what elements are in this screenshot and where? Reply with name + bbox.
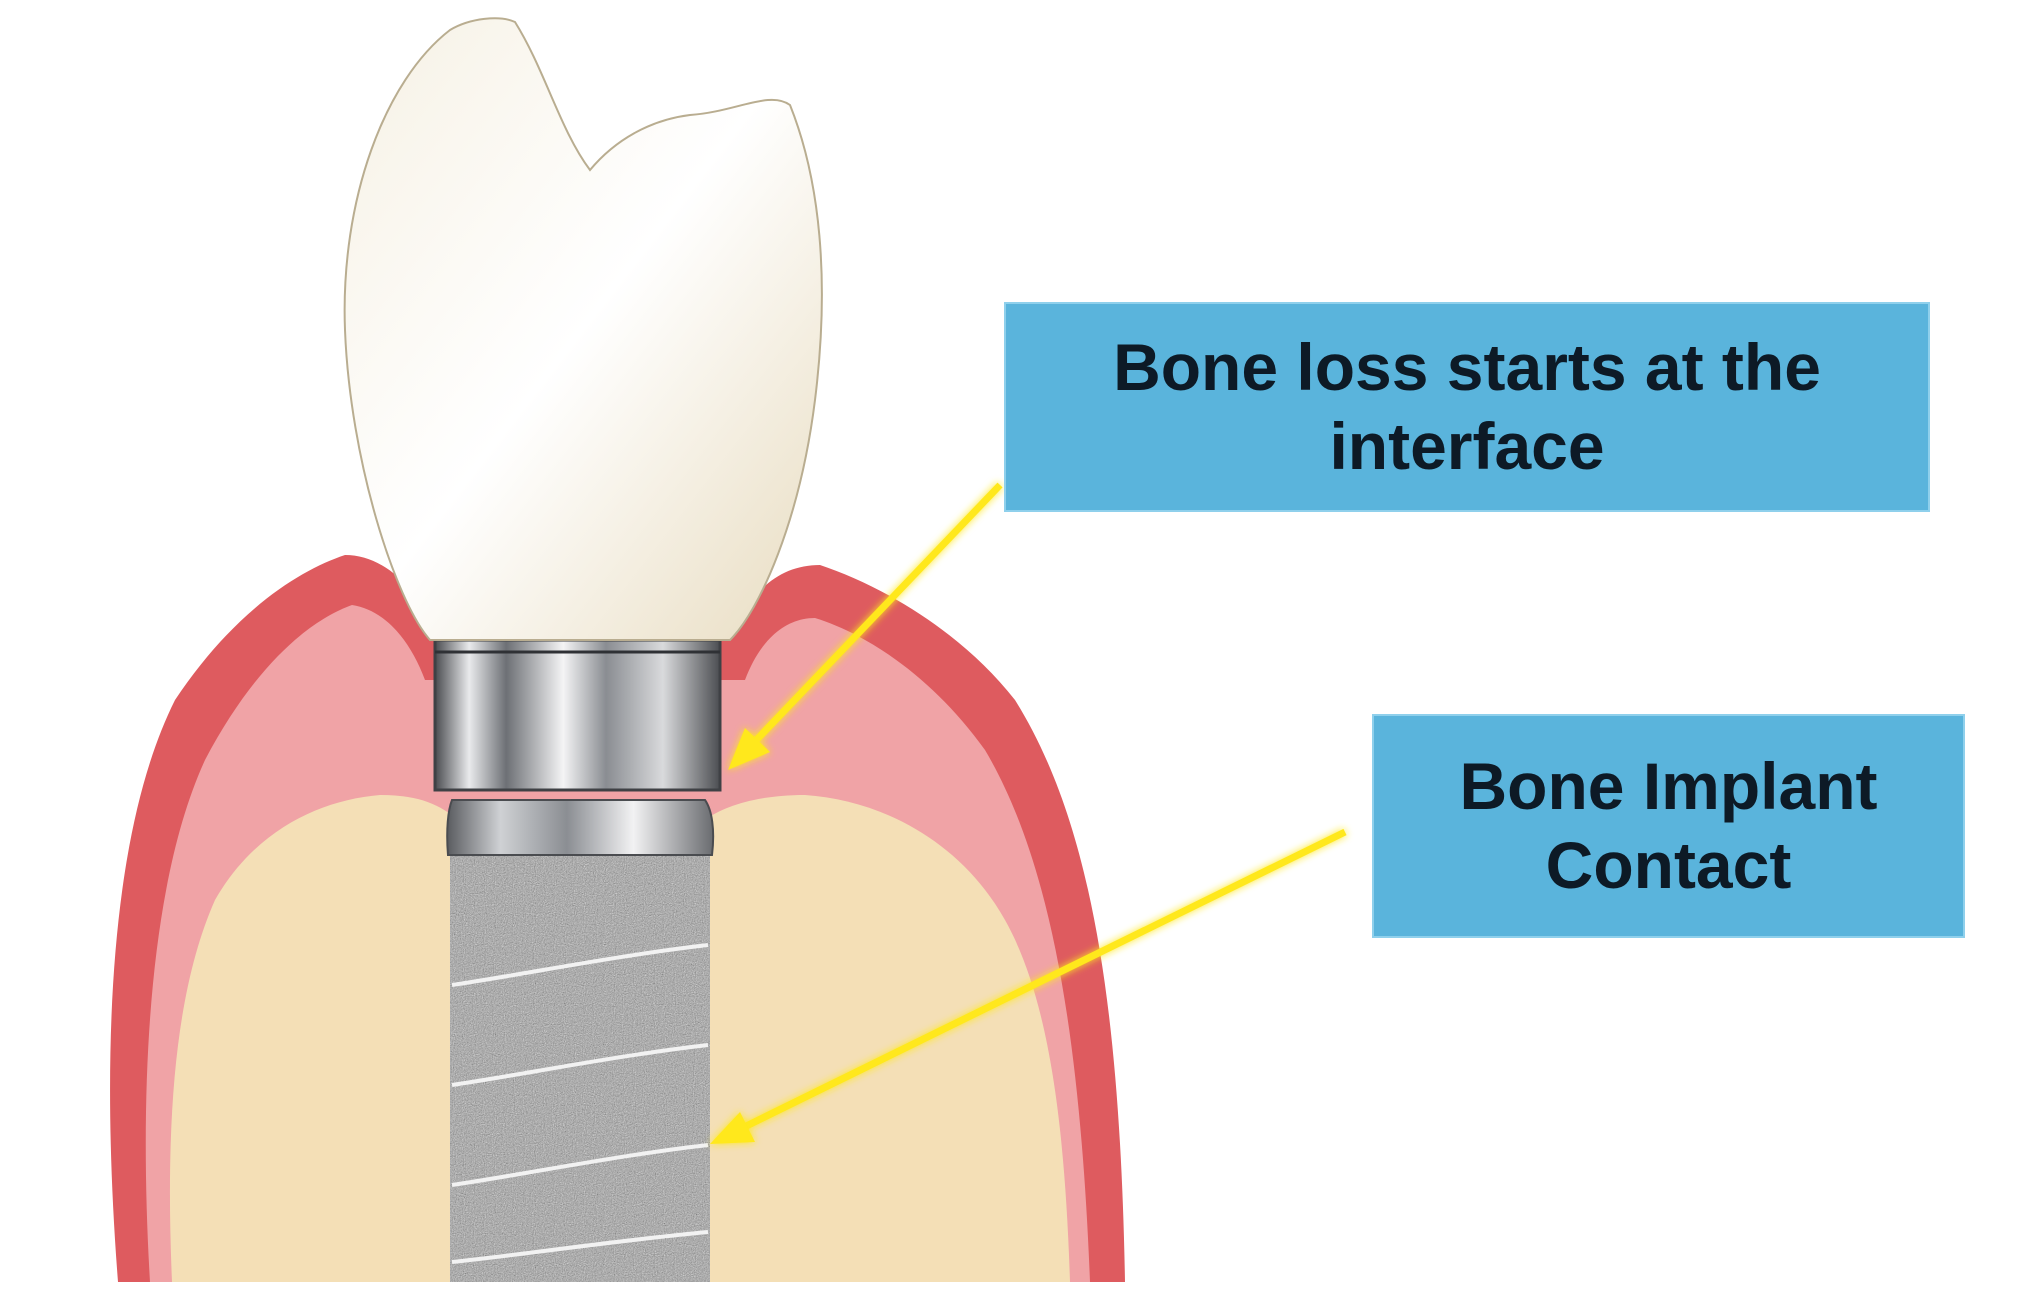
arrow-bone-loss — [728, 482, 1003, 770]
bone-right — [705, 795, 1070, 1282]
abutment — [433, 638, 722, 792]
arrow-bone-implant-contact — [710, 828, 1347, 1144]
implant-body-texture — [450, 850, 710, 1282]
label-bone-implant-contact: Bone Implant Contact — [1372, 714, 1965, 938]
bone-left — [169, 795, 459, 1282]
implant-collar — [446, 799, 715, 856]
label-bone-loss-text: Bone loss starts at the interface — [1113, 329, 1821, 483]
label-bone-implant-contact-text: Bone Implant Contact — [1459, 748, 1878, 902]
label-bone-loss: Bone loss starts at the interface — [1004, 302, 1930, 512]
crown — [343, 17, 823, 641]
implant-threads — [451, 943, 709, 1264]
